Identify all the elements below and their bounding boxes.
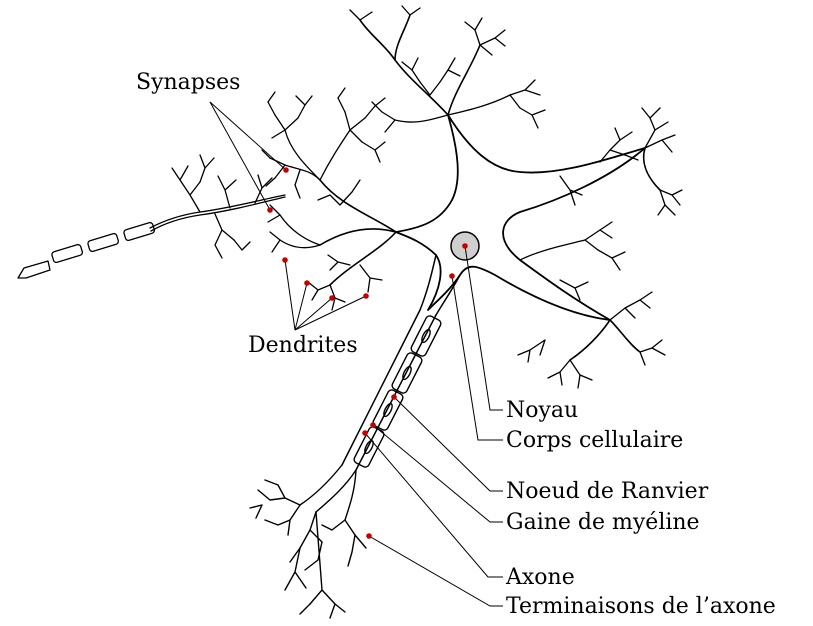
leader-synapses-2 [209,101,271,211]
axon-terminals [249,464,367,619]
marker-gaine [370,422,376,428]
label-gaine-myeline: Gaine de myéline [506,510,700,535]
label-corps-cellulaire: Corps cellulaire [506,428,684,453]
leader-dendrites-2 [294,282,308,331]
axon-myelin-sheath [353,315,442,468]
marker-corps [449,273,455,279]
leader-lines [209,101,503,607]
dendrite-tree-top [349,5,546,133]
leader-dendrites-3 [294,297,333,331]
axon-shaft [341,254,461,471]
leader-ranvier [393,396,503,492]
red-markers [267,167,468,539]
leader-dendrites-4 [294,295,367,331]
leader-axone [364,432,503,578]
label-noeud-ranvier: Noeud de Ranvier [506,479,709,504]
leader-dendrites-1 [284,259,296,331]
marker-dendrite-3 [329,295,335,301]
leader-terminaisons [368,535,503,607]
marker-dendrite-2 [304,280,310,286]
dendrite-tree-upper-left [261,87,386,253]
leader-synapses-1 [209,101,287,171]
leader-gaine [372,424,503,523]
marker-noyau [462,243,468,249]
marker-dendrite-4 [363,293,369,299]
label-dendrites: Dendrites [248,333,358,358]
marker-axone [362,430,368,436]
dendrite-trunks [319,14,661,361]
dendrite-tree-lower-left [307,254,383,311]
marker-terminaisons [366,533,372,539]
dendrite-tree-lower-right [517,221,666,389]
marker-synapse-2 [267,207,273,213]
leader-corps [451,275,503,441]
label-axone: Axone [506,565,575,590]
dendrite-tree-right [559,107,683,216]
label-synapses: Synapses [136,70,241,95]
dendrite-left-branch [149,154,286,259]
leader-noyau [464,245,503,411]
marker-ranvier [391,394,397,400]
label-noyau: Noyau [506,398,579,423]
marker-synapse-1 [283,167,289,173]
left-myelin-sheath [17,221,156,279]
label-terminaisons: Terminaisons de l’axone [506,594,776,619]
cell-body [395,114,646,321]
marker-dendrite-1 [282,257,288,263]
